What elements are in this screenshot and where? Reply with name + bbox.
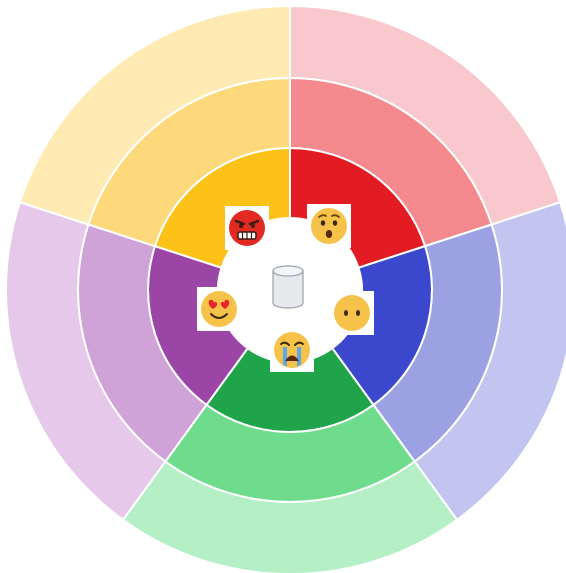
surprised-face-icon [307,204,351,248]
heart-eyes-face-icon [197,287,241,331]
wheel-segment-yellow-outer [18,4,291,226]
database-cylinder-icon [272,265,304,309]
neutral-face-icon [330,291,374,335]
angry-face-icon [225,206,269,250]
crying-face-icon [270,328,314,372]
